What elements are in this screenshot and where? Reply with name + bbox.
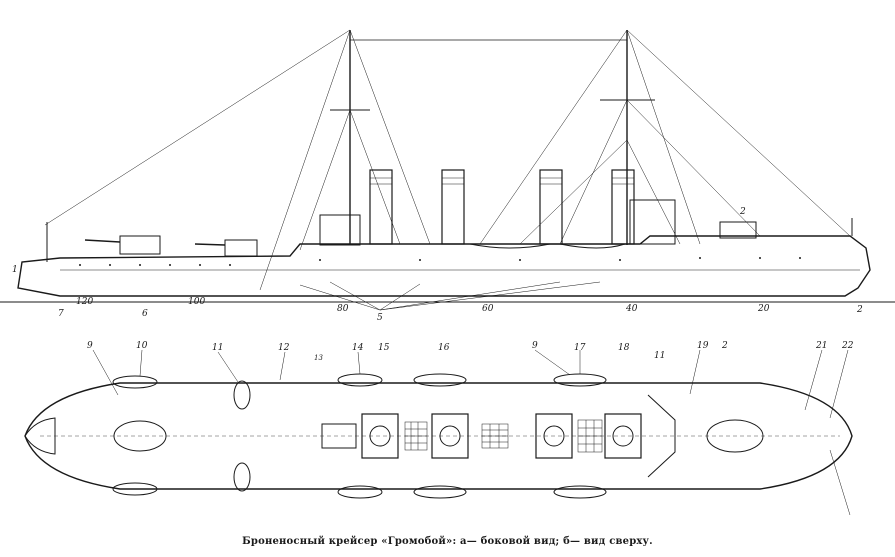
funnel-3 [539,169,563,245]
portholes [79,257,801,266]
funnel-top-2-circle [439,425,461,447]
label-2-lower: 2 [856,305,863,315]
scale-120: 120 [76,297,93,307]
funnel-4 [611,169,635,245]
boat-top [337,485,383,499]
gun-barrel [84,239,121,243]
label-10: 10 [136,341,148,351]
top-leader-lines [92,349,851,516]
fore-bridge-top [321,423,357,449]
side-view: 1 7 6 5 2 2 120 100 80 60 40 20 [0,29,895,323]
figure-caption: Броненосный крейсер «Громобой»: а— боков… [242,536,653,547]
label-11-right: 11 [654,351,665,361]
funnel-top-4 [604,413,642,459]
label-9-left: 9 [87,341,93,351]
funnel-top-3-circle [543,425,565,447]
funnel-bands [370,177,634,185]
funnel-top-1-circle [369,425,391,447]
fore-turret-top [113,420,167,452]
gun-sponson [233,380,251,410]
label-2-upper: 2 [739,207,746,217]
label-5: 5 [377,313,383,323]
label-17: 17 [574,343,586,353]
aft-bridge [629,199,676,245]
leader-lines [299,281,601,311]
bridge [319,214,361,246]
label-6: 6 [142,309,148,319]
boat-top [553,373,607,387]
label-22: 22 [841,341,854,351]
aft-bridge-wings [647,394,676,478]
boat [559,243,626,249]
fore-gun-mount [119,235,161,255]
boat-top [413,485,467,499]
label-15: 15 [378,343,390,353]
gun-sponson [233,462,251,492]
label-14: 14 [352,343,364,353]
scale-80: 80 [337,304,349,314]
top-view: 9 10 11 12 13 14 15 16 9 17 18 11 19 2 2… [24,341,854,516]
label-11-left: 11 [212,343,223,353]
funnel-2 [441,169,465,245]
stern-house [706,419,764,453]
boat [469,243,551,249]
hatch-grids [404,419,603,453]
label-16: 16 [438,343,450,353]
sponson-boat [112,375,158,389]
label-2-top: 2 [721,341,728,351]
scale-100: 100 [188,297,205,307]
scale-60: 60 [482,304,494,314]
gun-barrel [194,243,226,246]
scale-40: 40 [625,304,638,314]
label-18: 18 [618,343,630,353]
label-12: 12 [278,343,290,353]
boat-top [553,485,607,499]
bow-end [24,417,56,455]
deck-outline [24,382,853,490]
label-9-right: 9 [532,341,538,351]
label-19: 19 [697,341,709,351]
funnel-top-3 [535,413,573,459]
boat-top [337,373,383,387]
label-1: 1 [12,265,18,275]
gun-mount-2 [224,239,258,257]
aft-gun-mount [719,221,757,239]
rigging [44,29,851,291]
sponson-boat [112,482,158,496]
funnel-top-2 [431,413,469,459]
scale-20: 20 [757,304,770,314]
funnel-1 [369,169,393,245]
boat-top [413,373,467,387]
hull-side [17,235,871,297]
label-7: 7 [58,309,64,319]
label-21: 21 [815,341,827,351]
funnel-top-4-circle [612,425,634,447]
funnel-top-1 [361,413,399,459]
label-13: 13 [314,354,323,362]
